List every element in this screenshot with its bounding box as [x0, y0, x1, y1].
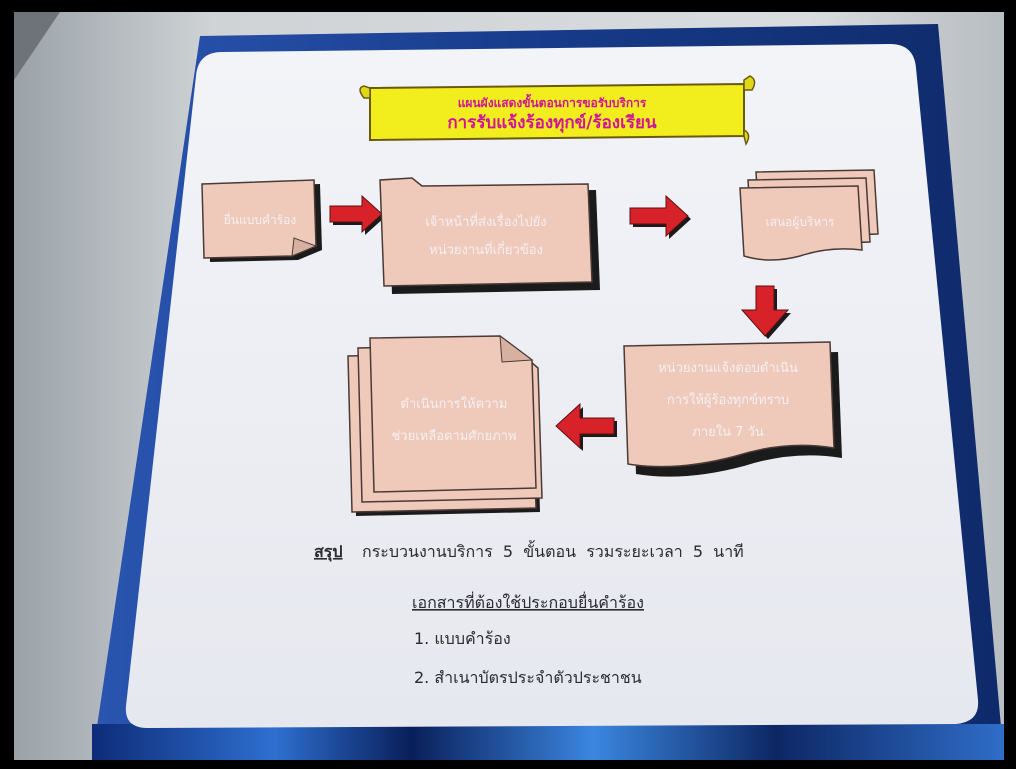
- step4-box: หน่วยงานแจ้งตอบดำเนิน การให้ผู้ร้องทุกข์…: [623, 341, 842, 477]
- arrow-left: [555, 402, 617, 451]
- step5-label-line2: ช่วยเหลือตามศักยภาพ: [391, 428, 516, 444]
- document-item-2: 2. สำเนาบัตรประจำตัวประชาชน: [414, 668, 642, 687]
- step4-label-line2: การให้ผู้ร้องทุกข์ทราบ: [667, 392, 789, 408]
- arrow-down: [740, 285, 791, 339]
- step3-label: เสนอผู้บริหาร: [765, 215, 835, 230]
- arrow-right-2: [629, 194, 691, 239]
- step2-label-line2: หน่วยงานที่เกี่ยวข้อง: [429, 241, 543, 258]
- board-bottom-stripes: [92, 724, 1004, 760]
- step5-box: ดำเนินการให้ความ ช่วยเหลือตามศักยภาพ: [347, 334, 543, 516]
- step2-label-line1: เจ้าหน้าที่ส่งเรื่องไปยัง: [425, 213, 546, 230]
- summary-label: สรุป: [314, 542, 343, 562]
- documents-section: เอกสารที่ต้องใช้ประกอบยื่นคำร้อง 1. แบบค…: [412, 591, 644, 687]
- step3-box: เสนอผู้บริหาร: [739, 169, 879, 261]
- summary-text: กระบวนงานบริการ 5 ขั้นตอน รวมระยะเวลา 5 …: [362, 540, 744, 561]
- wall-shadow: [14, 12, 60, 80]
- step4-label-line3: ภายใน 7 วัน: [692, 424, 764, 440]
- step5-label-line1: ดำเนินการให้ความ: [401, 396, 508, 412]
- poster-panel: [125, 44, 979, 728]
- arrow-right-1: [329, 194, 385, 235]
- documents-heading: เอกสารที่ต้องใช้ประกอบยื่นคำร้อง: [412, 591, 644, 612]
- step1-label: ยื่นแบบคำร้อง: [224, 211, 296, 227]
- step1-box: ยื่นแบบคำร้อง: [201, 179, 322, 262]
- summary-line: สรุป กระบวนงานบริการ 5 ขั้นตอน รวมระยะเว…: [314, 540, 744, 562]
- step2-box: เจ้าหน้าที่ส่งเรื่องไปยัง หน่วยงานที่เกี…: [379, 177, 600, 294]
- title-banner: แผนผังแสดงขั้นตอนการขอรับบริการ การรับแจ…: [359, 75, 756, 146]
- banner-line2: การรับแจ้งร้องทุกข์/ร้องเรียน: [447, 112, 657, 133]
- banner-line1: แผนผังแสดงขั้นตอนการขอรับบริการ: [458, 93, 647, 110]
- step4-label-line1: หน่วยงานแจ้งตอบดำเนิน: [658, 361, 798, 376]
- document-item-1: 1. แบบคำร้อง: [414, 629, 511, 648]
